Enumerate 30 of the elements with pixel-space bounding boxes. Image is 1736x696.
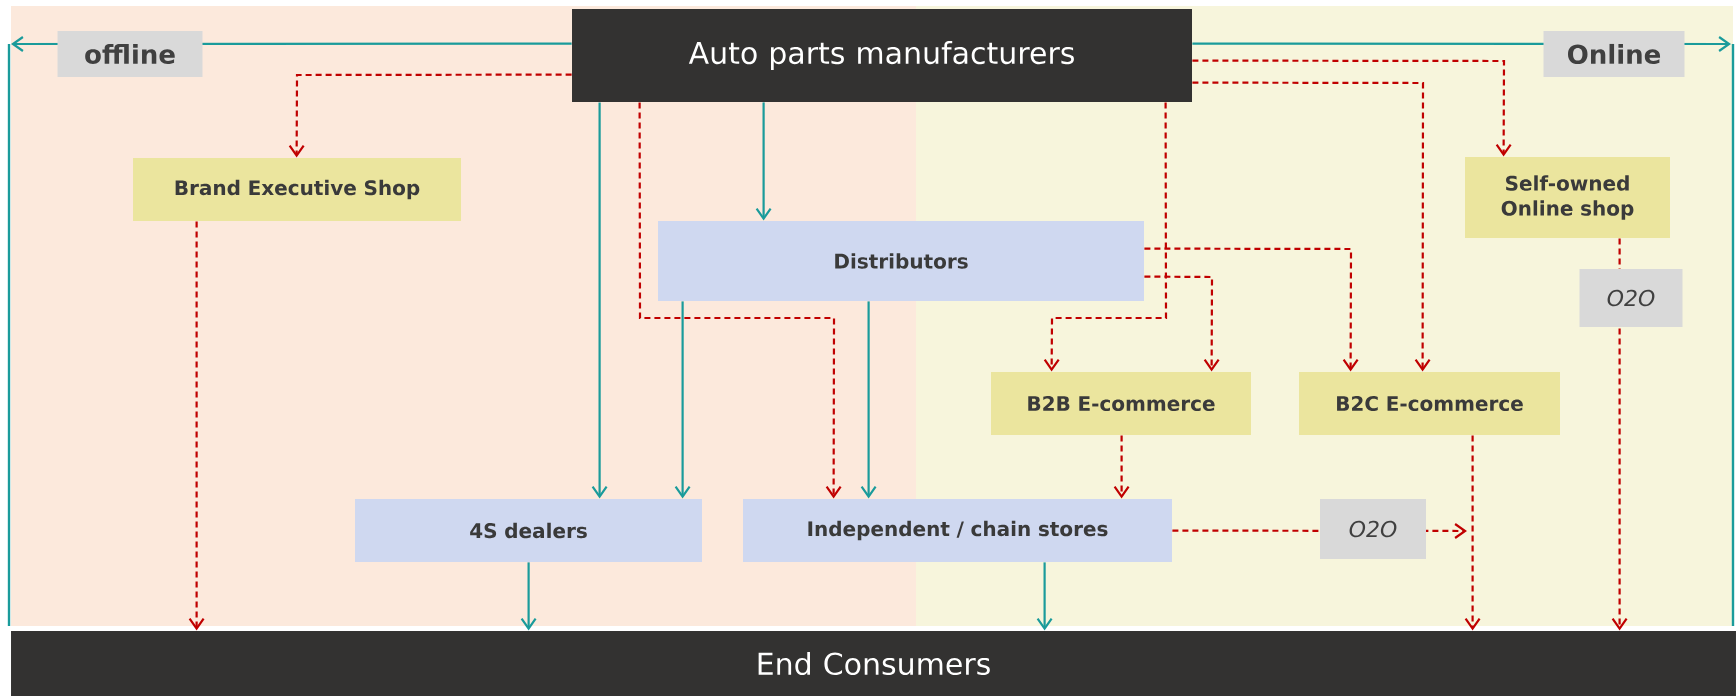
arrow — [1043, 102, 1168, 372]
edge-label: O2O — [1320, 499, 1426, 559]
arrow — [1113, 435, 1130, 499]
channel-box: B2B E-commerce — [991, 372, 1251, 435]
edge-label: offline — [57, 31, 203, 77]
arrow — [638, 102, 842, 499]
arrow — [591, 102, 608, 499]
arrow — [1144, 247, 1359, 372]
arrow — [1192, 81, 1431, 372]
arrow — [1611, 238, 1628, 631]
channel-box: Distributors — [658, 221, 1144, 301]
channel-box: Brand Executive Shop — [133, 158, 461, 221]
edge-label: Online — [1543, 31, 1685, 77]
arrow — [860, 301, 877, 499]
channel-box: Independent / chain stores — [743, 499, 1172, 562]
arrow — [1144, 275, 1220, 372]
arrow — [288, 73, 572, 158]
arrow — [674, 301, 691, 499]
channel-box: 4S dealers — [355, 499, 702, 562]
channel-box: B2C E-commerce — [1299, 372, 1560, 435]
arrow — [1036, 562, 1053, 631]
arrow — [188, 221, 205, 631]
banner-box: Auto parts manufacturers — [572, 9, 1192, 102]
arrow — [520, 562, 537, 631]
edge-label: O2O — [1579, 269, 1683, 327]
banner-box: End Consumers — [11, 631, 1736, 696]
arrow — [1192, 59, 1512, 157]
channel-box: Self-owned Online shop — [1465, 157, 1670, 238]
arrow — [1464, 435, 1481, 631]
arrow — [755, 102, 772, 221]
